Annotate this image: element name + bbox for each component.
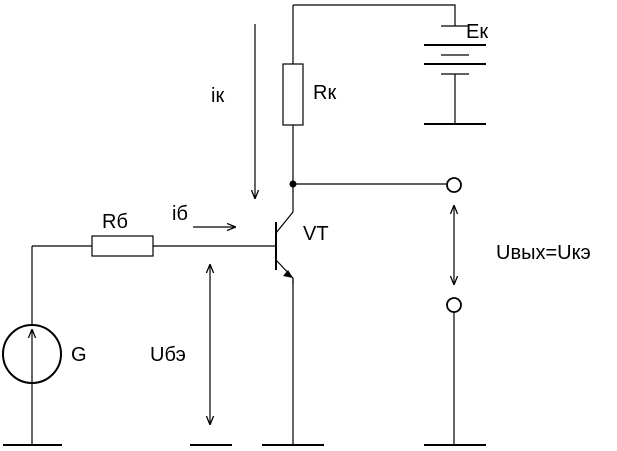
generator-label: G — [71, 344, 87, 366]
base-resistor — [91, 235, 154, 257]
battery-label: Eк — [466, 21, 488, 43]
battery-ek — [424, 25, 486, 125]
transistor-vt — [262, 211, 324, 446]
transistor-label: VT — [303, 223, 329, 245]
base-resistor-label: Rб — [102, 211, 128, 233]
top-wire — [292, 4, 456, 64]
base-emitter-voltage-label: Uбэ — [150, 344, 186, 366]
collector-resistor — [282, 63, 304, 126]
output-voltage-label: Uвых=Uкэ — [496, 242, 591, 264]
collector-resistor-label: Rк — [313, 82, 336, 104]
output-terminal-top — [446, 177, 462, 193]
generator-g — [2, 324, 62, 446]
base-wire — [31, 245, 276, 325]
output-terminal-bottom — [446, 297, 462, 313]
collector-node — [289, 125, 446, 212]
output-ground — [424, 312, 486, 446]
base-current-label: iб — [172, 203, 188, 225]
collector-current-label: iк — [211, 85, 224, 107]
